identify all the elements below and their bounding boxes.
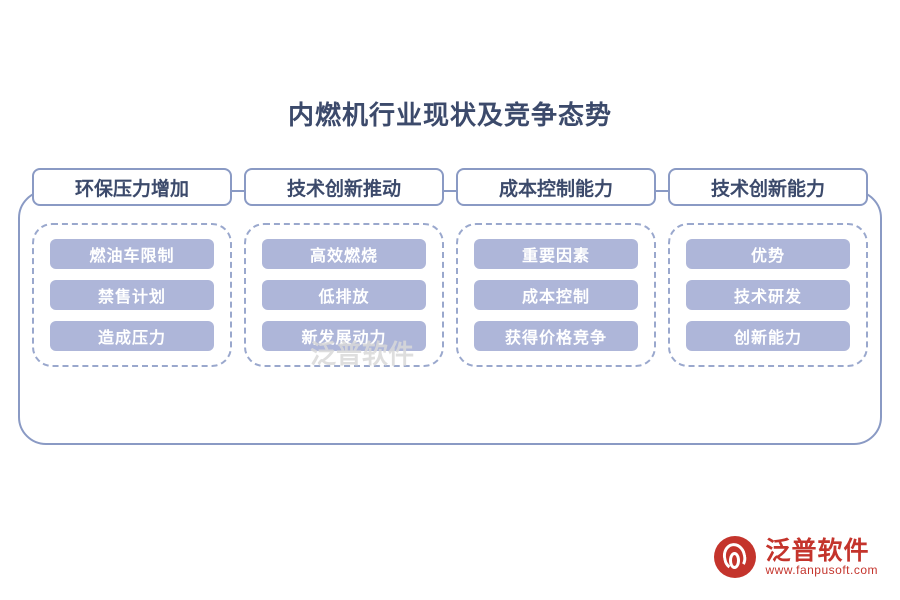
brand-url: www.fanpusoft.com [765,562,878,577]
list-item: 新发展动力 [262,321,426,351]
list-item: 技术研发 [686,280,850,310]
diagram-column-4: 技术创新能力 优势 技术研发 创新能力 [668,168,868,393]
flame-circle-icon [714,536,757,578]
diagram-outer-frame [18,190,882,445]
diagram-columns: 环保压力增加 燃油车限制 禁售计划 造成压力 技术创新推动 高效燃烧 低排放 新… [18,168,882,393]
list-item: 高效燃烧 [262,239,426,269]
list-item: 燃油车限制 [50,239,214,269]
column-header-4: 技术创新能力 [668,168,868,206]
list-item: 低排放 [262,280,426,310]
column-body-4: 优势 技术研发 创新能力 [668,223,868,367]
list-item: 禁售计划 [50,280,214,310]
brand-name: 泛普软件 [765,536,870,565]
column-header-3: 成本控制能力 [456,168,656,206]
page-title: 内燃机行业现状及竞争态势 [287,100,612,130]
brand-logo: 泛普软件 www.fanpusoft.com [714,536,878,578]
column-body-3: 重要因素 成本控制 获得价格竞争 [456,223,656,367]
diagram-column-1: 环保压力增加 燃油车限制 禁售计划 造成压力 [32,168,232,393]
list-item: 创新能力 [686,321,850,351]
column-header-1: 环保压力增加 [32,168,232,206]
list-item: 造成压力 [50,321,214,351]
column-body-2: 高效燃烧 低排放 新发展动力 [244,223,444,367]
column-header-2: 技术创新推动 [244,168,444,206]
diagram-column-2: 技术创新推动 高效燃烧 低排放 新发展动力 [244,168,444,393]
column-body-1: 燃油车限制 禁售计划 造成压力 [32,223,232,367]
brand-text-block: 泛普软件 www.fanpusoft.com [765,536,878,577]
diagram-column-3: 成本控制能力 重要因素 成本控制 获得价格竞争 [456,168,656,393]
list-item: 优势 [686,239,850,269]
list-item: 成本控制 [474,280,638,310]
list-item: 重要因素 [474,239,638,269]
list-item: 获得价格竞争 [474,321,638,351]
